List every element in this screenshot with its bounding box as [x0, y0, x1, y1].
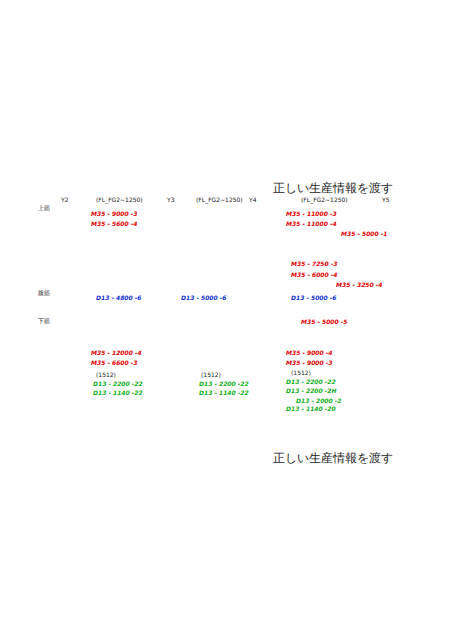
stirrup-label: D13 - 1140 -22: [92, 390, 144, 397]
stirrup-label: D13 - 2000 -2: [295, 398, 342, 405]
rebar-label: M35 - 6000 -4: [290, 272, 338, 279]
grid-label: Y2: [60, 197, 69, 204]
rebar-label: M35 - 9000 -3: [285, 360, 333, 367]
stirrup-label: D13 - 2200 -22: [285, 379, 337, 386]
stirrup-label: D13 - 2200 -22: [92, 381, 144, 388]
grid-label: Y4: [248, 197, 257, 204]
rebar-label: M35 - 3250 -4: [335, 282, 383, 289]
grid-label: Y3: [166, 197, 175, 204]
rebar-label: M35 - 7250 -3: [290, 261, 338, 268]
rebar-label: D13 - 4800 -6: [95, 295, 142, 302]
row-label: 上筋: [37, 205, 51, 212]
rebar-label: M35 - 11000 -4: [285, 221, 338, 228]
rebar-label: M35 - 9000 -4: [285, 350, 333, 357]
rebar-label: D13 - 5000 -6: [290, 295, 337, 302]
rebar-label: M35 - 6600 -3: [90, 360, 138, 367]
rebar-label: M35 - 9000 -3: [90, 211, 138, 218]
rebar-label: M35 - 11000 -3: [285, 211, 338, 218]
level-label: (FL_FG2~1250): [95, 197, 144, 204]
stirrup-label: D13 - 2200 -2H: [285, 388, 337, 395]
callout-number: (1512): [95, 372, 117, 379]
row-label: 腹筋: [37, 290, 51, 297]
rebar-label: M35 - 5000 -5: [300, 319, 348, 326]
callout-number: (1512): [200, 372, 222, 379]
stirrup-label: D13 - 1140 -20: [285, 406, 337, 413]
level-label: (FL_FG2~1250): [300, 197, 349, 204]
rebar-label: M35 - 12000 -4: [90, 350, 143, 357]
flow-note: 正しい生産情報を渡す: [272, 182, 394, 195]
row-label: 下筋: [37, 318, 51, 325]
rebar-label: M35 - 5600 -4: [90, 221, 138, 228]
stirrup-label: D13 - 2200 -22: [198, 381, 250, 388]
callout-number: (1512): [290, 370, 312, 377]
rebar-label: M35 - 5000 -1: [340, 231, 388, 238]
grid-label: Y5: [381, 197, 390, 204]
rebar-label: D13 - 5000 -6: [180, 295, 227, 302]
level-label: (FL_FG2~1250): [195, 197, 244, 204]
stirrup-label: D13 - 1140 -22: [198, 390, 250, 397]
flow-note: 正しい生産情報を渡す: [272, 452, 394, 465]
